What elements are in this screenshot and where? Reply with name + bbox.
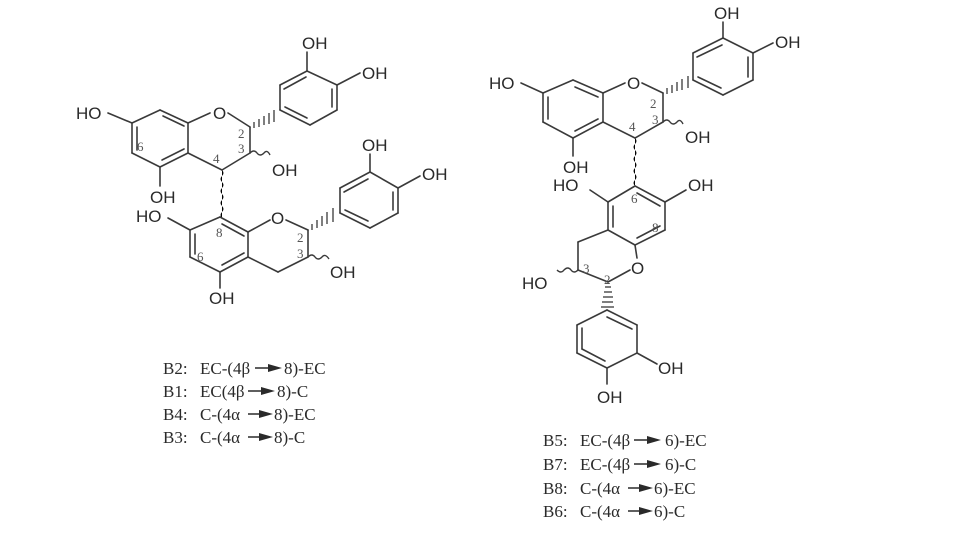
left-lower-a-ring — [167, 216, 249, 289]
left-ho-c7-upper: HO — [76, 104, 102, 123]
svg-text:B1:: B1: — [163, 382, 188, 401]
right-interflavan-wavy-bond — [633, 138, 637, 186]
right-locant-lower-2: 2 — [604, 272, 611, 287]
svg-text:EC-(4β: EC-(4β — [580, 455, 630, 474]
legend-row-b3: B3: C-(4α 8)-C — [163, 428, 305, 447]
right-upper-c-ring — [602, 82, 664, 139]
right-upper-catechol-ring — [692, 21, 774, 96]
right-o-ring-upper: O — [627, 74, 640, 93]
legend-row-b8: B8: C-(4α 6)-EC — [543, 479, 696, 498]
left-oh-c5-lower: OH — [209, 289, 235, 308]
svg-text:B5:: B5: — [543, 431, 568, 450]
legend-row-b5: B5: EC-(4β 6)-EC — [543, 431, 707, 450]
left-oh-catechol-a-right: OH — [362, 64, 388, 83]
right-oh-catechol-b-meta: OH — [658, 359, 684, 378]
right-locant-lower-3: 3 — [583, 261, 590, 276]
left-oh-c3-lower: OH — [330, 263, 356, 282]
left-locant-upper-2: 2 — [238, 126, 245, 141]
left-upper-c-ring — [187, 112, 251, 171]
left-oh-c5-upper: OH — [150, 188, 176, 207]
right-lower-a-ring — [589, 185, 687, 246]
right-upper-c3-wavy-bond — [662, 119, 684, 125]
svg-text:6)-EC: 6)-EC — [665, 431, 707, 450]
left-o-ring-upper: O — [213, 104, 226, 123]
svg-text:8)-EC: 8)-EC — [274, 405, 316, 424]
right-lower-catechol-ring — [576, 309, 658, 385]
right-upper-hash-bond — [666, 76, 689, 94]
right-oh-catechol-b-para: OH — [597, 388, 623, 407]
svg-text:6)-C: 6)-C — [665, 455, 696, 474]
legend-row-b6: B6: C-(4α 6)-C — [543, 502, 685, 521]
left-locant-lower-6: 6 — [197, 249, 204, 264]
right-oh-c7-lower: OH — [688, 176, 714, 195]
svg-text:6)-C: 6)-C — [654, 502, 685, 521]
svg-text:8)-EC: 8)-EC — [284, 359, 326, 378]
left-interflavan-wavy-bond — [220, 170, 224, 218]
right-locant-upper-3: 3 — [652, 112, 659, 127]
right-locant-upper-4: 4 — [629, 119, 636, 134]
left-lower-catechol-ring — [339, 153, 421, 229]
svg-text:C-(4α: C-(4α — [200, 405, 240, 424]
right-oh-catechol-a-right: OH — [775, 33, 801, 52]
svg-text:EC-(4β: EC-(4β — [200, 359, 250, 378]
right-locant-lower-8: 8 — [652, 220, 659, 235]
left-upper-c3-wavy-bond — [249, 150, 271, 156]
right-structure: OH OH HO O OH OH HO OH O HO OH OH 2 3 4 … — [489, 4, 801, 407]
right-ho-c3-lower: HO — [522, 274, 548, 293]
legend-row-b2: B2: EC-(4β 8)-EC — [163, 359, 326, 378]
svg-text:B7:: B7: — [543, 455, 568, 474]
left-oh-catechol-b-right: OH — [422, 165, 448, 184]
svg-text:EC(4β: EC(4β — [200, 382, 245, 401]
svg-text:B4:: B4: — [163, 405, 188, 424]
left-upper-a-ring — [107, 109, 189, 187]
right-locant-lower-6: 6 — [631, 191, 638, 206]
right-oh-c3-upper: OH — [685, 128, 711, 147]
svg-text:B3:: B3: — [163, 428, 188, 447]
left-upper-hash-bond — [253, 110, 275, 128]
right-lower-hash-bond — [601, 286, 614, 308]
right-o-ring-lower: O — [631, 259, 644, 278]
left-legend: B2: EC-(4β 8)-EC B1: EC(4β 8)-C B4: C-(4… — [163, 359, 326, 447]
left-locant-upper-6: 6 — [137, 139, 144, 154]
right-lower-c3-wavy-bond — [556, 267, 579, 273]
left-locant-lower-8: 8 — [216, 225, 223, 240]
left-structure: OH OH HO O OH OH OH OH HO O OH OH 2 3 4 … — [76, 34, 448, 308]
left-ho-c7-lower: HO — [136, 207, 162, 226]
svg-text:EC-(4β: EC-(4β — [580, 431, 630, 450]
left-lower-hash-bond — [311, 208, 334, 230]
right-oh-c5-upper: OH — [563, 158, 589, 177]
left-locant-lower-3: 3 — [297, 246, 304, 261]
left-locant-lower-2: 2 — [297, 230, 304, 245]
right-locant-upper-2: 2 — [650, 96, 657, 111]
svg-text:6)-EC: 6)-EC — [654, 479, 696, 498]
left-locant-upper-3: 3 — [238, 141, 245, 156]
left-lower-c-ring — [247, 219, 309, 273]
legend-row-b1: B1: EC(4β 8)-C — [163, 382, 308, 401]
svg-text:C-(4α: C-(4α — [580, 502, 620, 521]
right-oh-catechol-a-top: OH — [714, 4, 740, 23]
right-upper-a-ring — [520, 79, 604, 157]
legend-row-b4: B4: C-(4α 8)-EC — [163, 405, 316, 424]
right-legend: B5: EC-(4β 6)-EC B7: EC-(4β 6)-C B8: C-(… — [543, 431, 707, 521]
svg-text:8)-C: 8)-C — [274, 428, 305, 447]
left-upper-catechol-ring — [279, 51, 361, 126]
left-o-ring-lower: O — [271, 209, 284, 228]
left-oh-c3-upper: OH — [272, 161, 298, 180]
right-lower-c-ring — [577, 229, 638, 283]
svg-text:B8:: B8: — [543, 479, 568, 498]
svg-text:C-(4α: C-(4α — [580, 479, 620, 498]
svg-text:B2:: B2: — [163, 359, 188, 378]
svg-text:8)-C: 8)-C — [277, 382, 308, 401]
left-lower-c3-wavy-bond — [307, 254, 330, 260]
svg-text:C-(4α: C-(4α — [200, 428, 240, 447]
right-ho-c5-lower: HO — [553, 176, 579, 195]
left-oh-catechol-a-top: OH — [302, 34, 328, 53]
left-oh-catechol-b-top: OH — [362, 136, 388, 155]
left-locant-upper-4: 4 — [213, 151, 220, 166]
svg-text:B6:: B6: — [543, 502, 568, 521]
legend-row-b7: B7: EC-(4β 6)-C — [543, 455, 696, 474]
right-ho-c7-upper: HO — [489, 74, 515, 93]
